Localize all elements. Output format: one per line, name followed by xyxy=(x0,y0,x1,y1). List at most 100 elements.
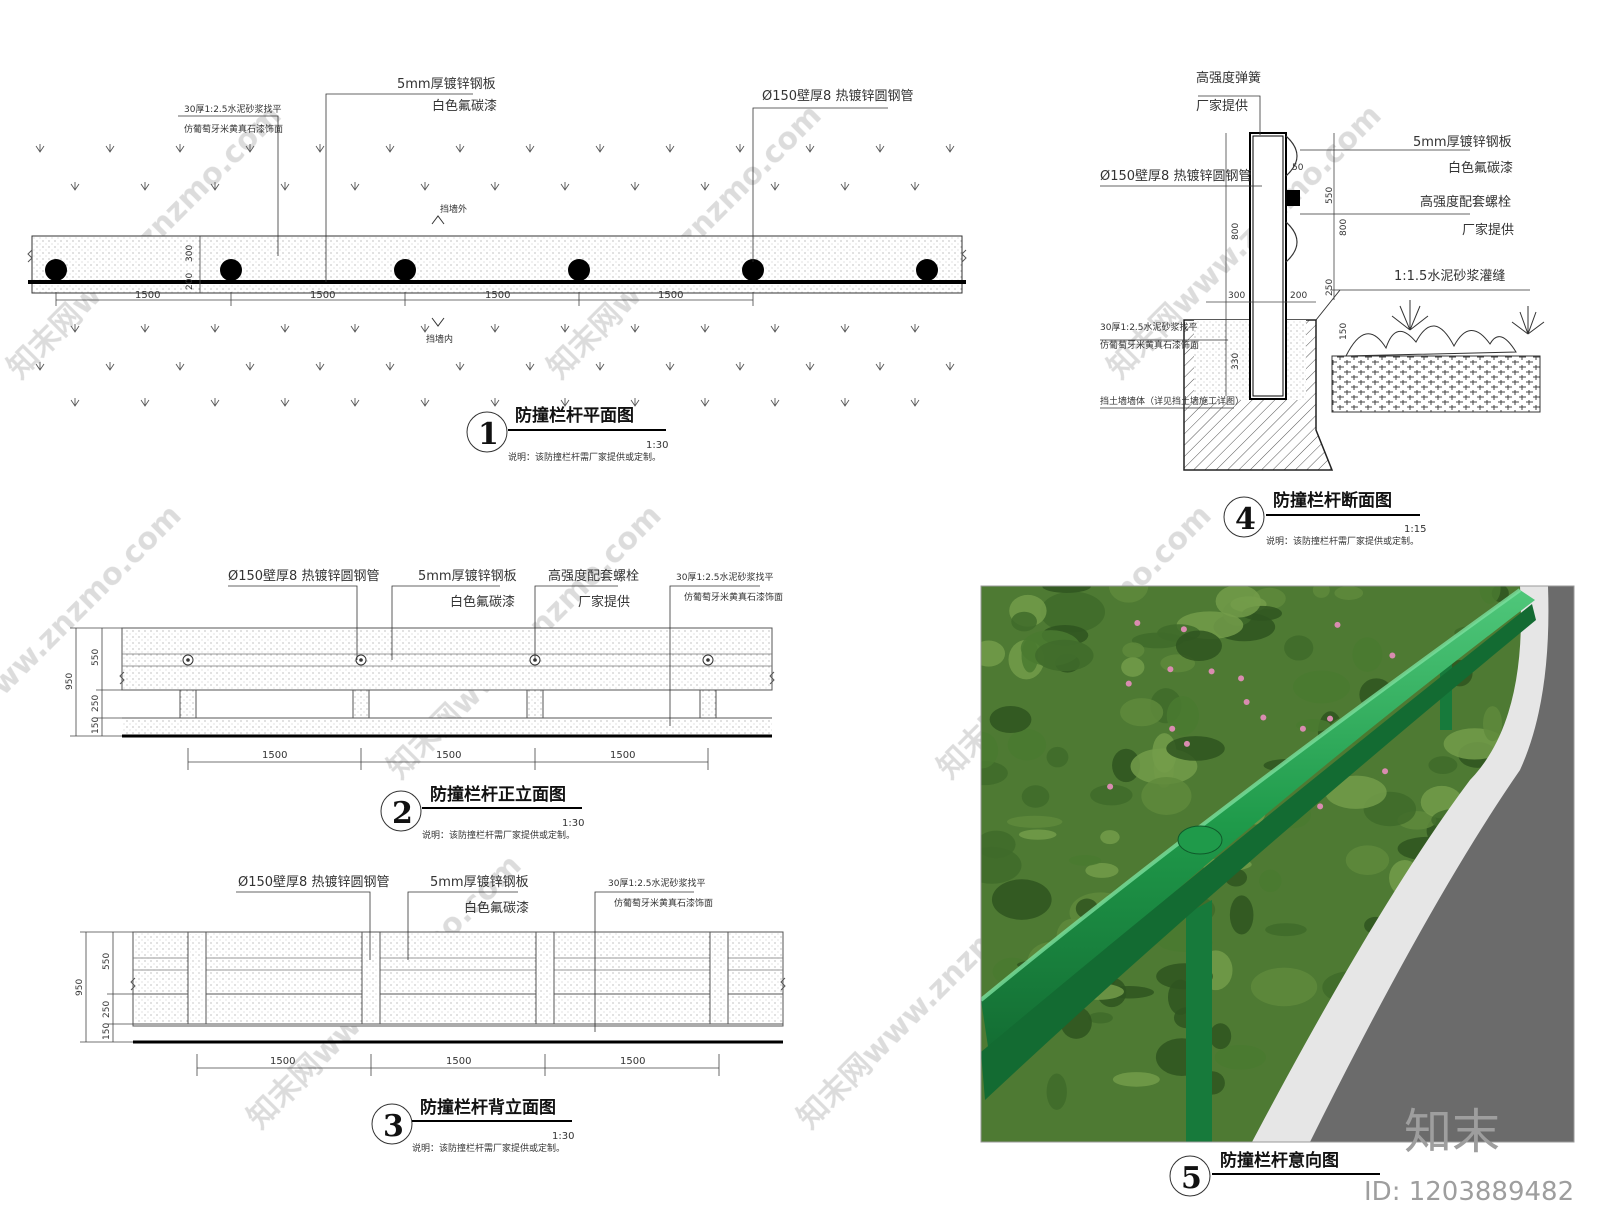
brand-logo: 知末 xyxy=(1404,1104,1500,1160)
ground-symbol xyxy=(875,362,885,371)
plan-spacing-dim: 1500 xyxy=(658,290,683,301)
plan-spacing-dim: 1500 xyxy=(135,290,160,301)
ground-symbol xyxy=(735,362,745,371)
foliage-leaf xyxy=(1325,775,1387,809)
plan-dim-200: 200 xyxy=(185,273,195,290)
foliage-leaf xyxy=(1021,785,1050,808)
front-callout-wall-1: 30厚1:2.5水泥砂浆找平 xyxy=(676,571,774,583)
flower xyxy=(1243,698,1250,705)
back-elevation: 950 550 250 150 1500 1500 1500 Ø150壁厚8 热… xyxy=(75,874,786,1154)
foliage-leaf xyxy=(1046,746,1069,768)
ground-symbol xyxy=(805,144,815,153)
ground-symbol xyxy=(700,398,710,407)
back-dim-v: 150 xyxy=(102,1023,112,1040)
plan-callout-wall-2: 仿葡萄牙米黄真石漆饰面 xyxy=(184,123,283,135)
ground-symbol xyxy=(840,398,850,407)
front-post xyxy=(699,689,717,719)
foliage-leaf xyxy=(989,706,1032,734)
back-callout-pipe: Ø150壁厚8 热镀锌圆钢管 xyxy=(238,874,389,890)
flower xyxy=(1327,715,1334,722)
ground-symbol xyxy=(350,324,360,333)
plan-dim-300: 300 xyxy=(185,245,195,262)
foliage-leaf xyxy=(1042,586,1091,593)
section-callout-rail-2: 白色氟碳漆 xyxy=(1448,160,1513,176)
foliage-leaf xyxy=(981,731,999,769)
plan-note: 说明：该防撞栏杆需厂家提供或定制。 xyxy=(508,451,661,463)
front-dim-v: 250 xyxy=(91,695,101,712)
back-spacing-dim: 1500 xyxy=(270,1056,295,1067)
post-circle xyxy=(568,259,590,281)
flower xyxy=(1334,621,1341,628)
foliage-leaf xyxy=(1141,776,1192,815)
section-callout-spring: 高强度弹簧 xyxy=(1196,70,1261,86)
front-wall-band xyxy=(122,718,772,736)
foliage-leaf xyxy=(1215,586,1261,618)
post-circle xyxy=(742,259,764,281)
ground-symbol xyxy=(315,144,325,153)
ground-symbol xyxy=(140,182,150,191)
foliage-leaf xyxy=(1479,586,1501,604)
ground-symbol xyxy=(420,324,430,333)
foliage-leaf xyxy=(981,830,1016,859)
plan-scale: 1:30 xyxy=(646,440,668,451)
plan-callout-rail: 5mm厚镀锌钢板 xyxy=(397,76,496,92)
foliage-leaf xyxy=(1112,1072,1160,1087)
section-view: 800 50 550 800 250 150 300 200 330 高强度弹簧… xyxy=(1100,70,1545,547)
back-number-circle xyxy=(371,1103,413,1145)
section-soil xyxy=(1331,355,1541,413)
section-callout-mortar: 1:1.5水泥砂浆灌缝 xyxy=(1394,269,1505,284)
front-dim-v: 150 xyxy=(91,717,101,734)
ground-symbol xyxy=(210,182,220,191)
flower xyxy=(1382,768,1389,775)
foliage-leaf xyxy=(1085,863,1119,878)
section-dim: 550 xyxy=(1325,187,1335,204)
ground-symbol xyxy=(630,324,640,333)
flower xyxy=(1107,783,1114,790)
section-dim: 800 xyxy=(1231,223,1241,240)
foliage-leaf xyxy=(1345,845,1390,875)
foliage-leaf xyxy=(1088,1012,1113,1024)
foliage-leaf xyxy=(1120,698,1164,727)
section-note: 说明：该防撞栏杆需厂家提供或定制。 xyxy=(1266,535,1419,547)
ground-symbol xyxy=(420,398,430,407)
section-callout-retain: 挡土墙墙体（详见挡土墙施工详图） xyxy=(1100,395,1244,407)
front-rail-band xyxy=(121,627,773,691)
section-dim: 250 xyxy=(1325,279,1335,296)
flower xyxy=(1389,652,1396,659)
plan-spacing-dim: 1500 xyxy=(310,290,335,301)
ground-symbol xyxy=(805,362,815,371)
ground-symbol xyxy=(630,182,640,191)
foliage-leaf xyxy=(1265,923,1307,937)
section-callout-bolt: 高强度配套螺栓 xyxy=(1420,194,1511,210)
front-callout-rail: 5mm厚镀锌钢板 xyxy=(418,568,517,584)
back-dim-v: 550 xyxy=(102,953,112,970)
section-plants xyxy=(1345,325,1517,357)
back-number: 3 xyxy=(383,1109,404,1144)
ground-symbol xyxy=(35,144,45,153)
back-spacing-dim: 1500 xyxy=(620,1056,645,1067)
section-callout-rail: 5mm厚镀锌钢板 xyxy=(1413,134,1512,150)
ground-symbol xyxy=(770,398,780,407)
foliage-leaf xyxy=(1035,639,1094,672)
road-surface xyxy=(1300,586,1574,1142)
ground-symbol xyxy=(595,362,605,371)
ground-symbol xyxy=(560,398,570,407)
back-dim-v: 250 xyxy=(102,1001,112,1018)
back-spacing-dim: 1500 xyxy=(446,1056,471,1067)
ground-symbol xyxy=(910,398,920,407)
ground-symbol xyxy=(455,144,465,153)
front-number-circle xyxy=(380,790,422,832)
ground-symbol xyxy=(280,324,290,333)
back-callout-rail-2: 白色氟碳漆 xyxy=(464,900,529,916)
front-spacing-dim: 1500 xyxy=(610,750,635,761)
post-circle xyxy=(394,259,416,281)
foliage-leaf xyxy=(1428,756,1458,775)
foliage-leaf xyxy=(1046,1073,1067,1110)
front-callout-bolt-2: 厂家提供 xyxy=(578,594,630,610)
ground-symbol xyxy=(105,362,115,371)
plan-callout-wall-1: 30厚1:2.5水泥砂浆找平 xyxy=(184,103,282,115)
foliage-leaf xyxy=(1007,729,1047,761)
ground-symbol xyxy=(840,182,850,191)
ground-symbol xyxy=(945,362,955,371)
